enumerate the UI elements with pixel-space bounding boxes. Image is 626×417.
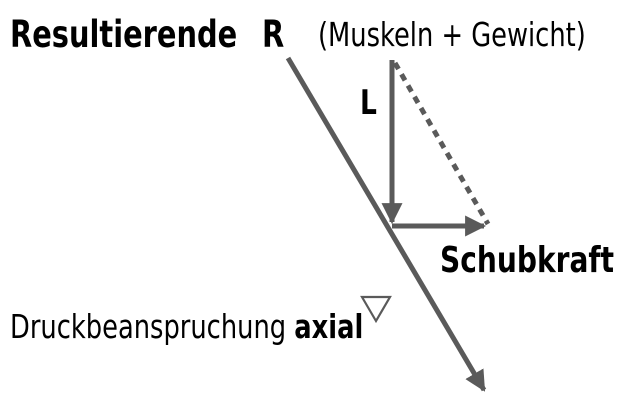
vertical-component-label: L [360,83,377,123]
resultant-note: (Muskeln + Gewicht) [318,15,586,54]
compression-text: Druckbeanspruchung [10,307,287,346]
resultant-symbol: R [262,13,285,56]
compression-emphasis: axial [294,307,364,346]
compression-triangle-icon [360,295,392,324]
shear-force-label: Schubkraft [440,240,615,281]
resultant-title: Resultierende [10,13,238,56]
compression-label: Druckbeanspruchung axial [10,310,363,343]
dashed-triangle-side [392,61,491,226]
